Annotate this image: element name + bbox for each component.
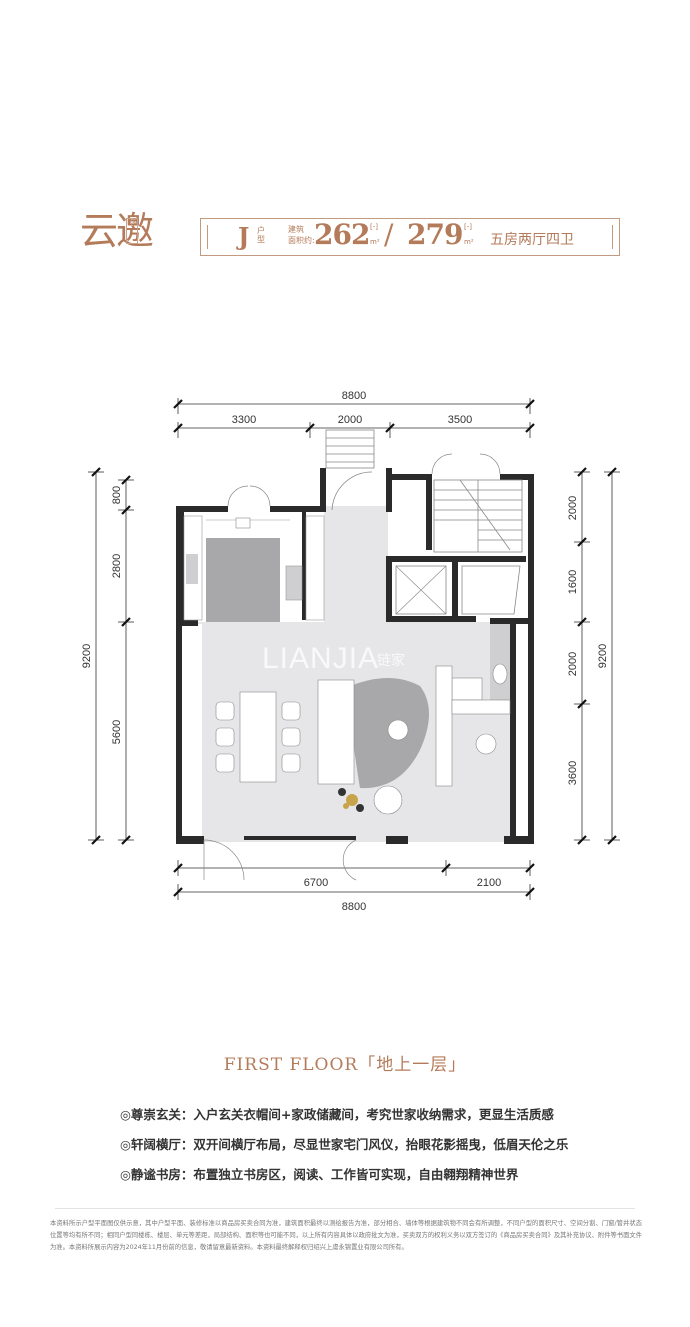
area-bracket-2: [-] bbox=[464, 223, 472, 231]
area-unit-2: m² bbox=[464, 238, 474, 246]
dim-top-seg-3: 3500 bbox=[448, 414, 472, 426]
area-unit-1: m² bbox=[370, 238, 380, 246]
dim-left-seg-1: 800 bbox=[111, 486, 123, 504]
area-label-1: 建筑 bbox=[288, 225, 304, 234]
dim-right-seg-4: 3600 bbox=[567, 761, 579, 785]
elevator bbox=[395, 565, 521, 615]
area-value-2: 279 bbox=[407, 218, 463, 251]
watermark-chinese: 链家 bbox=[377, 653, 405, 669]
dim-left-seg-3: 5600 bbox=[111, 720, 123, 744]
area-label-2: 面积约: bbox=[288, 236, 315, 245]
dim-right-seg-2: 1600 bbox=[567, 570, 579, 594]
watermark-latin: LIANJIA bbox=[262, 642, 380, 675]
brand-logo-text: 云邀 bbox=[80, 209, 154, 253]
feature-item: ◎尊崇玄关：入户玄关衣帽间+家政储藏间，考究世家收纳需求，更显生活质感 bbox=[120, 1107, 554, 1122]
dim-bottom-seg-2: 2100 bbox=[477, 877, 501, 889]
study-desk bbox=[435, 665, 511, 787]
dim-bottom-seg-1: 6700 bbox=[304, 877, 328, 889]
area-separator: / bbox=[384, 218, 393, 251]
unit-type-letter: J bbox=[238, 222, 250, 251]
bathroom bbox=[451, 624, 510, 701]
unit-type-suffix: 户型 bbox=[257, 226, 265, 244]
dim-top-seg-2: 2000 bbox=[338, 414, 362, 426]
top-dimension-lines bbox=[177, 398, 531, 438]
brand-seal: 云邀 bbox=[126, 218, 138, 244]
dim-left-seg-2: 2800 bbox=[111, 554, 123, 578]
dim-right-seg-1: 2000 bbox=[567, 496, 579, 520]
dim-right-seg-3: 2000 bbox=[567, 652, 579, 676]
room-config: 五房两厅四卫 bbox=[490, 232, 574, 248]
area-bracket-1: [-] bbox=[370, 223, 378, 231]
divider bbox=[55, 1208, 635, 1209]
walls bbox=[176, 468, 534, 844]
dining-table bbox=[215, 691, 301, 783]
dim-top-total: 8800 bbox=[342, 390, 366, 402]
living-area bbox=[317, 678, 429, 815]
entry-porch bbox=[325, 429, 375, 511]
area-value-1: 262 bbox=[314, 218, 370, 251]
disclaimer-text: 本资料所示户型平面图仅供示意，其中户型平面、装修标准以商品房买卖合同为准，建筑面… bbox=[50, 1220, 642, 1251]
feature-item: ◎静谧书房：布置独立书房区，阅读、工作皆可实现，自由翱翔精神世界 bbox=[120, 1167, 519, 1182]
dim-right-total: 9200 bbox=[597, 644, 609, 668]
dim-top-seg-1: 3300 bbox=[232, 414, 256, 426]
feature-item: ◎轩阔横厅：双开间横厅布局，尽显世家宅门风仪，抬眼花影摇曳，低眉天伦之乐 bbox=[120, 1137, 569, 1152]
doors bbox=[203, 453, 501, 881]
dim-bottom-total: 8800 bbox=[342, 901, 366, 910]
unit-spec-box bbox=[200, 218, 620, 256]
staircase bbox=[433, 479, 523, 553]
dim-left-total: 9200 bbox=[81, 644, 93, 668]
floor-plan: 8800 3300 2000 3500 9200 800 2800 5600 2… bbox=[81, 390, 620, 910]
kitchen-area bbox=[183, 515, 325, 622]
floor-title: FIRST FLOOR「地上一层」 bbox=[223, 1055, 467, 1075]
